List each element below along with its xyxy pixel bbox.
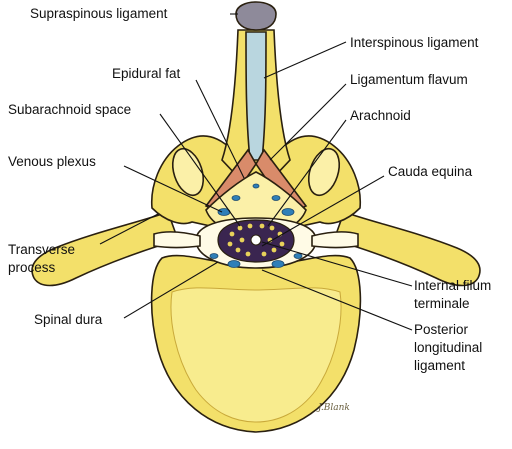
vertebral-body-inner [170,287,342,423]
label-epidural-fat: Epidural fat [112,66,181,81]
leader-epidural-fat [195,79,245,179]
label-posterior-line3: ligament [414,358,465,373]
supraspinous-ligament-cap [235,1,277,31]
leader-interspinous [263,41,347,79]
leader-venous-plexus [123,165,223,213]
label-filum-line2: terminale [414,296,470,311]
label-venous-plexus: Venous plexus [8,154,96,169]
right-nerve-root [311,231,359,249]
leader-ligamentum-flavum [269,83,347,161]
leader-subarachnoid [159,113,241,227]
leader-spinal-dura [123,261,219,319]
label-interspinous-ligament: Interspinous ligament [350,35,479,50]
filum-terminale-dot [250,234,262,246]
cauda-equina-fibers [227,223,285,257]
label-subarachnoid-space: Subarachnoid space [8,102,131,117]
leader-filum [261,241,413,287]
label-supraspinous-ligament: Supraspinous ligament [30,6,168,21]
label-posterior-line2: longitudinal [414,340,482,355]
leader-cauda-equina [261,175,385,247]
venous-plexus [209,183,303,268]
right-transverse-process [332,210,481,287]
left-facet [171,147,205,197]
label-spinal-dura: Spinal dura [34,312,103,327]
label-posterior-line1: Posterior [414,322,469,337]
interspinous-ligament-shape [245,31,267,161]
label-ligamentum-flavum: Ligamentum flavum [350,72,468,87]
artist-signature: J.Blank [316,403,350,413]
label-arachnoid: Arachnoid [350,108,411,123]
leader-arachnoid [267,119,347,227]
label-transverse-line1: Transverse [8,242,75,257]
label-filum-line1: Internal filum [414,278,491,293]
leader-transverse-process [99,213,159,245]
left-transverse-process [31,210,180,287]
leader-posterior-longitudinal [261,269,413,331]
label-transverse-line2: process [8,260,56,275]
label-cauda-equina: Cauda equina [388,164,473,179]
left-nerve-root [153,231,201,249]
